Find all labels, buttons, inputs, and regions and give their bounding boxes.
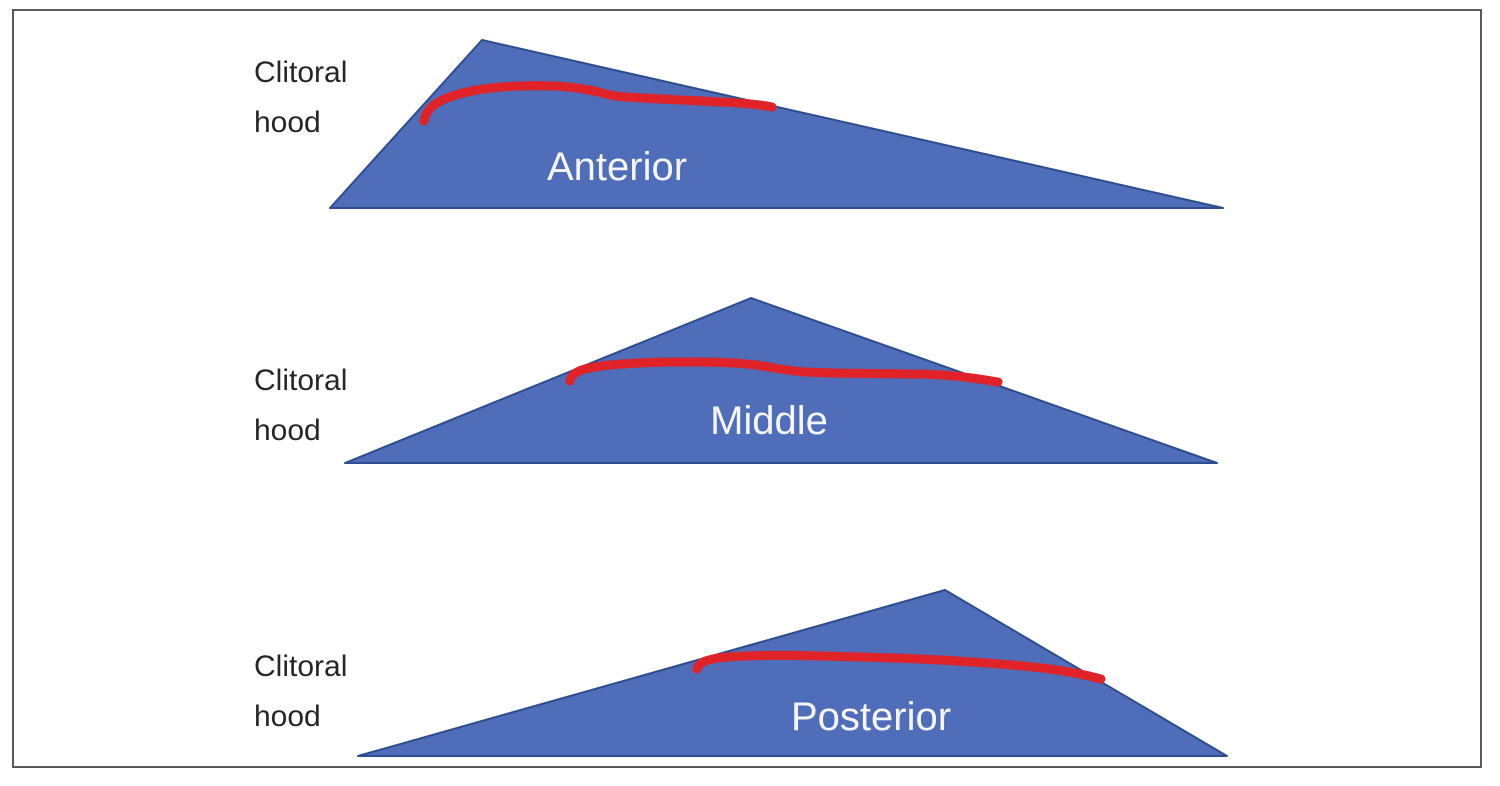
posterior-label: Posterior: [791, 695, 951, 739]
posterior-incision-line: [692, 650, 1106, 684]
posterior-section: Posterior: [357, 589, 1228, 757]
anterior-triangle: [329, 39, 1224, 209]
middle-incision-line: [565, 357, 1003, 387]
middle-section: Middle: [344, 297, 1218, 464]
clitoral-hood-label-anterior: Clitoral hood: [254, 56, 348, 139]
middle-label: Middle: [710, 399, 828, 443]
clitoral-hood-label-middle: Clitoral hood: [254, 364, 348, 447]
anterior-incision-line: [419, 81, 777, 126]
anterior-section: Anterior: [329, 39, 1224, 209]
clitoral-hood-label-posterior: Clitoral hood: [254, 650, 348, 733]
anterior-label: Anterior: [547, 145, 687, 189]
